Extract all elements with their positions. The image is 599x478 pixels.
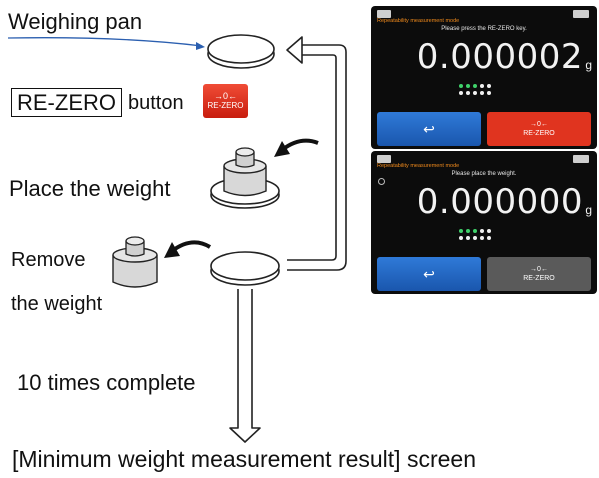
balance-screen-rezero: Repeatability measurement mode Please pr…: [371, 6, 597, 149]
return-loop-arrow: [286, 36, 347, 271]
progress-dot: [473, 91, 477, 95]
weighing-pan-label: Weighing pan: [8, 9, 143, 34]
weighing-pan-bottom: [210, 251, 280, 286]
place-weight-label: Place the weight: [9, 176, 171, 201]
rezero-label: RE-ZERO: [523, 130, 555, 137]
rezero-symbol: →0←: [530, 266, 548, 273]
weighing-pan-top: [207, 34, 275, 69]
screen-weight-value: 0.000000: [416, 182, 583, 222]
stability-circle-icon: [378, 178, 385, 185]
progress-dot: [459, 84, 463, 88]
screen-mode-title: Repeatability measurement mode: [377, 163, 460, 169]
remove-motion-arrow: [164, 240, 212, 258]
result-screen-label: [Minimum weight measurement result] scre…: [12, 446, 476, 472]
progress-dot: [466, 229, 470, 233]
screen-weight-value: 0.000002: [416, 37, 583, 77]
progress-dot: [480, 84, 484, 88]
screen-mode-title: Repeatability measurement mode: [377, 18, 460, 24]
screen-battery-icon: [573, 155, 589, 163]
remove-weight-label-line1: Remove: [11, 249, 86, 271]
removed-weight-icon: [112, 236, 158, 288]
progress-dot: [459, 229, 463, 233]
weighing-pan-pointer-line: [7, 37, 203, 47]
rezero-key-icon: →0← RE-ZERO: [203, 84, 248, 118]
progress-dot: [473, 84, 477, 88]
rezero-screen-button[interactable]: →0← RE-ZERO: [487, 112, 591, 146]
screen-instruction: Please place the weight.: [451, 171, 517, 177]
progress-dot: [466, 236, 470, 240]
progress-dot: [466, 84, 470, 88]
return-icon: ↩: [423, 265, 435, 282]
rezero-screen-button-disabled[interactable]: →0← RE-ZERO: [487, 257, 591, 291]
progress-dot: [487, 236, 491, 240]
return-icon: ↩: [423, 120, 435, 137]
rezero-key-text: RE-ZERO: [207, 101, 244, 110]
ten-times-complete-label: 10 times complete: [17, 370, 196, 395]
rezero-label: RE-ZERO: [523, 275, 555, 282]
rezero-symbol: →0←: [530, 121, 548, 128]
button-word: button: [128, 91, 184, 114]
progress-dot: [466, 91, 470, 95]
progress-dot: [459, 91, 463, 95]
progress-dot: [459, 236, 463, 240]
progress-dot: [480, 229, 484, 233]
progress-dot: [480, 236, 484, 240]
screen-weight-unit: g: [585, 203, 592, 217]
progress-dot: [473, 229, 477, 233]
screen-weight-unit: g: [585, 58, 592, 72]
rezero-key-symbol: →0←: [213, 91, 237, 101]
screen-battery-icon: [573, 10, 589, 18]
screen-status-icon: [377, 155, 391, 163]
down-flow-arrow: [229, 289, 261, 443]
progress-dots: [459, 84, 491, 95]
weighing-pan-pointer-arrowhead: [196, 42, 205, 50]
return-button[interactable]: ↩: [377, 112, 481, 146]
rezero-boxed-text: RE-ZERO: [11, 88, 122, 117]
progress-dot: [480, 91, 484, 95]
progress-dot: [487, 229, 491, 233]
balance-screen-place-weight: Repeatability measurement mode Please pl…: [371, 151, 597, 294]
progress-dot: [487, 91, 491, 95]
weight-on-pan-icon: [210, 147, 280, 209]
screen-instruction: Please press the RE-ZERO key.: [441, 26, 527, 32]
place-motion-arrow: [274, 138, 319, 157]
remove-weight-label-line2: the weight: [11, 293, 103, 315]
screen-status-icon: [377, 10, 391, 18]
progress-dots: [459, 229, 491, 240]
rezero-button-caption: RE-ZERO button: [11, 88, 184, 117]
progress-dot: [487, 84, 491, 88]
return-button[interactable]: ↩: [377, 257, 481, 291]
progress-dot: [473, 236, 477, 240]
